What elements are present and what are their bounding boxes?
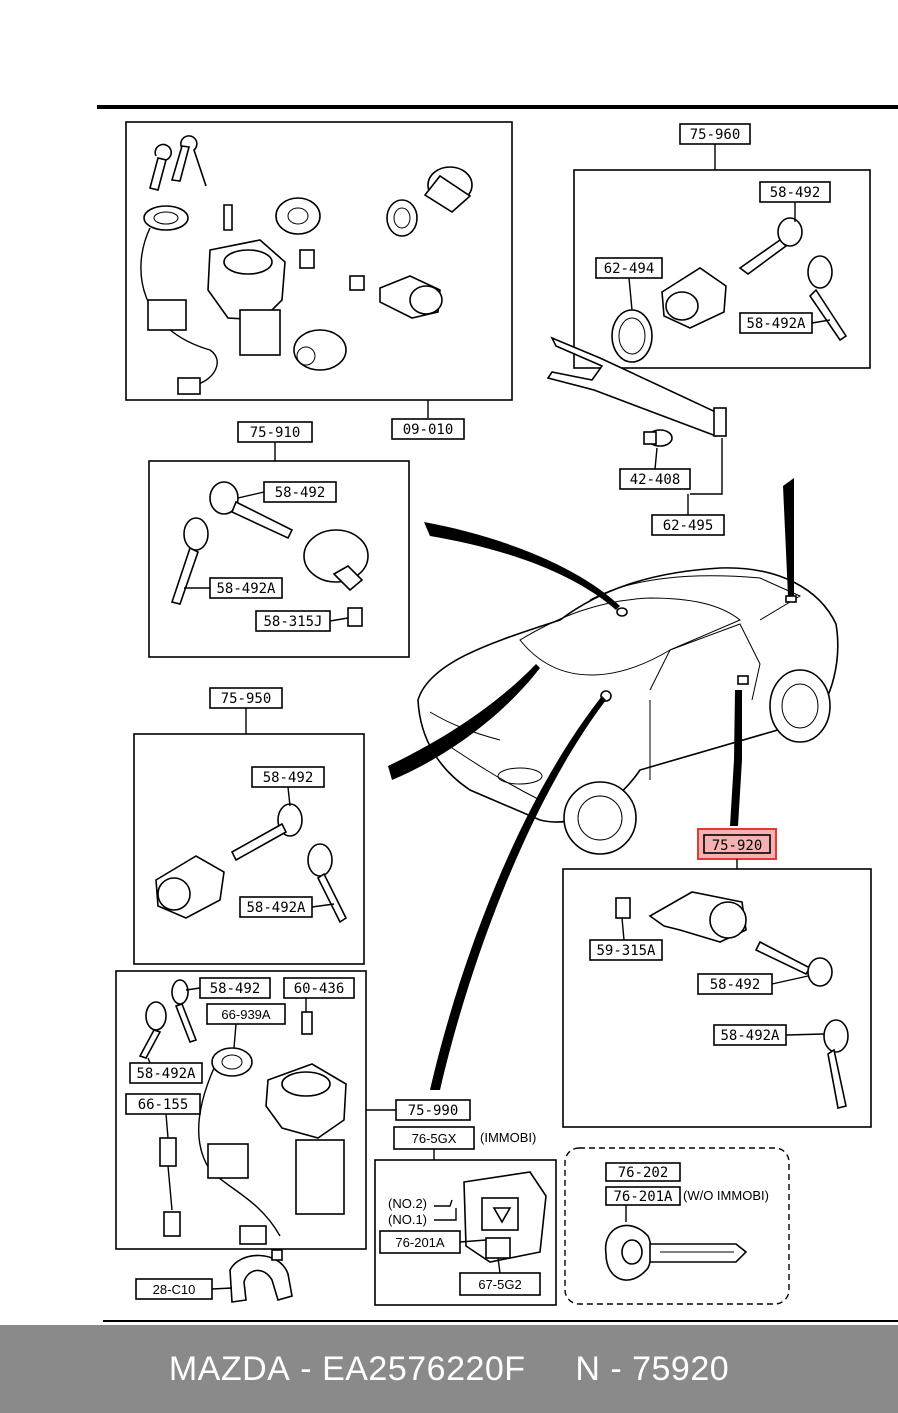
pointer-75-920 xyxy=(730,690,742,826)
label-75-990: 75-990 xyxy=(408,1103,459,1119)
label-75-960: 75-960 xyxy=(690,127,741,143)
trunk-release-bracket-drawing xyxy=(546,336,727,447)
label-box-76-202 xyxy=(605,1162,681,1182)
group-box-09-010 xyxy=(125,121,513,401)
car-illustration xyxy=(417,567,839,855)
footer-caption: MAZDA - EA2576220F N - 75920 xyxy=(0,1325,898,1413)
footer-ref: 75920 xyxy=(632,1349,730,1388)
label-76-5GX: 76-5GX xyxy=(412,1131,457,1146)
label-67-5G2: 67-5G2 xyxy=(478,1277,521,1292)
label-box-75-990 xyxy=(395,1099,471,1121)
group-box-75-920 xyxy=(562,868,872,1128)
label-60-436: 60-436 xyxy=(294,981,345,997)
note-no2: (NO.2) xyxy=(388,1196,427,1211)
group-box-75-950 xyxy=(133,733,365,965)
label-58-315J: 58-315J xyxy=(263,614,322,630)
label-box-59-315A xyxy=(589,939,663,961)
steering-lock-clamp-drawing xyxy=(229,1249,293,1303)
label-box-66-155 xyxy=(125,1093,201,1115)
label-58-492-910: 58-492 xyxy=(275,485,326,501)
footer-sep: - xyxy=(290,1349,323,1388)
pointer-75-950 xyxy=(388,664,540,780)
highlight-75-920 xyxy=(697,828,777,860)
label-62-495: 62-495 xyxy=(663,518,714,534)
note-immobi: (IMMOBI) xyxy=(480,1130,536,1145)
footer-brand: MAZDA xyxy=(168,1349,291,1388)
label-box-75-920 xyxy=(703,834,771,854)
pointer-75-910 xyxy=(424,522,620,610)
ignition-switch-990-drawing xyxy=(138,979,347,1245)
label-58-492A-990: 58-492A xyxy=(136,1066,196,1082)
group-box-75-960 xyxy=(573,169,871,369)
group-box-75-910 xyxy=(148,460,410,658)
label-59-315A: 59-315A xyxy=(596,943,656,959)
label-box-58-492A-990 xyxy=(129,1062,203,1084)
label-09-010: 09-010 xyxy=(403,422,454,438)
label-58-492A-950: 58-492A xyxy=(246,900,306,916)
label-75-910: 75-910 xyxy=(250,425,301,441)
immobiliser-unit-drawing xyxy=(463,1171,547,1263)
label-75-920: 75-920 xyxy=(712,838,763,854)
label-box-66-939A xyxy=(206,1003,286,1025)
parts-diagram: 09-010 75-960 58-492 62-494 58-492A 42-4… xyxy=(97,105,898,1322)
label-62-494: 62-494 xyxy=(604,261,655,277)
label-58-492-trunk: 58-492 xyxy=(770,185,821,201)
trunk-lock-drawing xyxy=(611,217,848,363)
footer-gap xyxy=(526,1350,576,1389)
pointer-75-960 xyxy=(783,478,794,596)
footer-ref-prefix: N - xyxy=(575,1349,633,1388)
key-blank-drawing xyxy=(604,1224,748,1281)
label-box-09-010 xyxy=(391,418,465,440)
label-28-C10: 28-C10 xyxy=(153,1282,196,1297)
label-58-492-990: 58-492 xyxy=(210,981,261,997)
pointer-75-990 xyxy=(430,696,606,1090)
label-75-950: 75-950 xyxy=(221,691,272,707)
label-66-939A: 66-939A xyxy=(221,1007,270,1022)
ignition-switch-assembly-drawing xyxy=(140,135,473,395)
label-42-408: 42-408 xyxy=(630,472,681,488)
label-58-492A-910: 58-492A xyxy=(216,581,276,597)
label-box-60-436 xyxy=(283,977,355,999)
note-no1: (NO.1) xyxy=(388,1212,427,1227)
label-76-201A-immobi: 76-201A xyxy=(395,1235,444,1250)
label-box-62-495 xyxy=(651,514,725,536)
group-box-key-blank xyxy=(564,1147,790,1305)
group-box-immobi xyxy=(374,1159,557,1306)
label-58-492A-920: 58-492A xyxy=(720,1028,780,1044)
footer-part-number: EA2576220F xyxy=(322,1349,526,1388)
label-66-155: 66-155 xyxy=(138,1097,189,1113)
door-lock-910-drawing xyxy=(170,481,369,627)
label-76-201A-key: 76-201A xyxy=(613,1189,673,1205)
label-76-202: 76-202 xyxy=(618,1165,669,1181)
label-58-492A-trunk: 58-492A xyxy=(746,316,806,332)
door-lock-920-drawing xyxy=(615,891,849,1109)
note-wo-immobi: (W/O IMMOBI) xyxy=(683,1188,769,1203)
label-box-76-201A-key xyxy=(605,1186,681,1206)
label-58-492-920: 58-492 xyxy=(710,977,761,993)
door-lock-950-drawing xyxy=(155,803,348,924)
label-58-492-950: 58-492 xyxy=(263,770,314,786)
